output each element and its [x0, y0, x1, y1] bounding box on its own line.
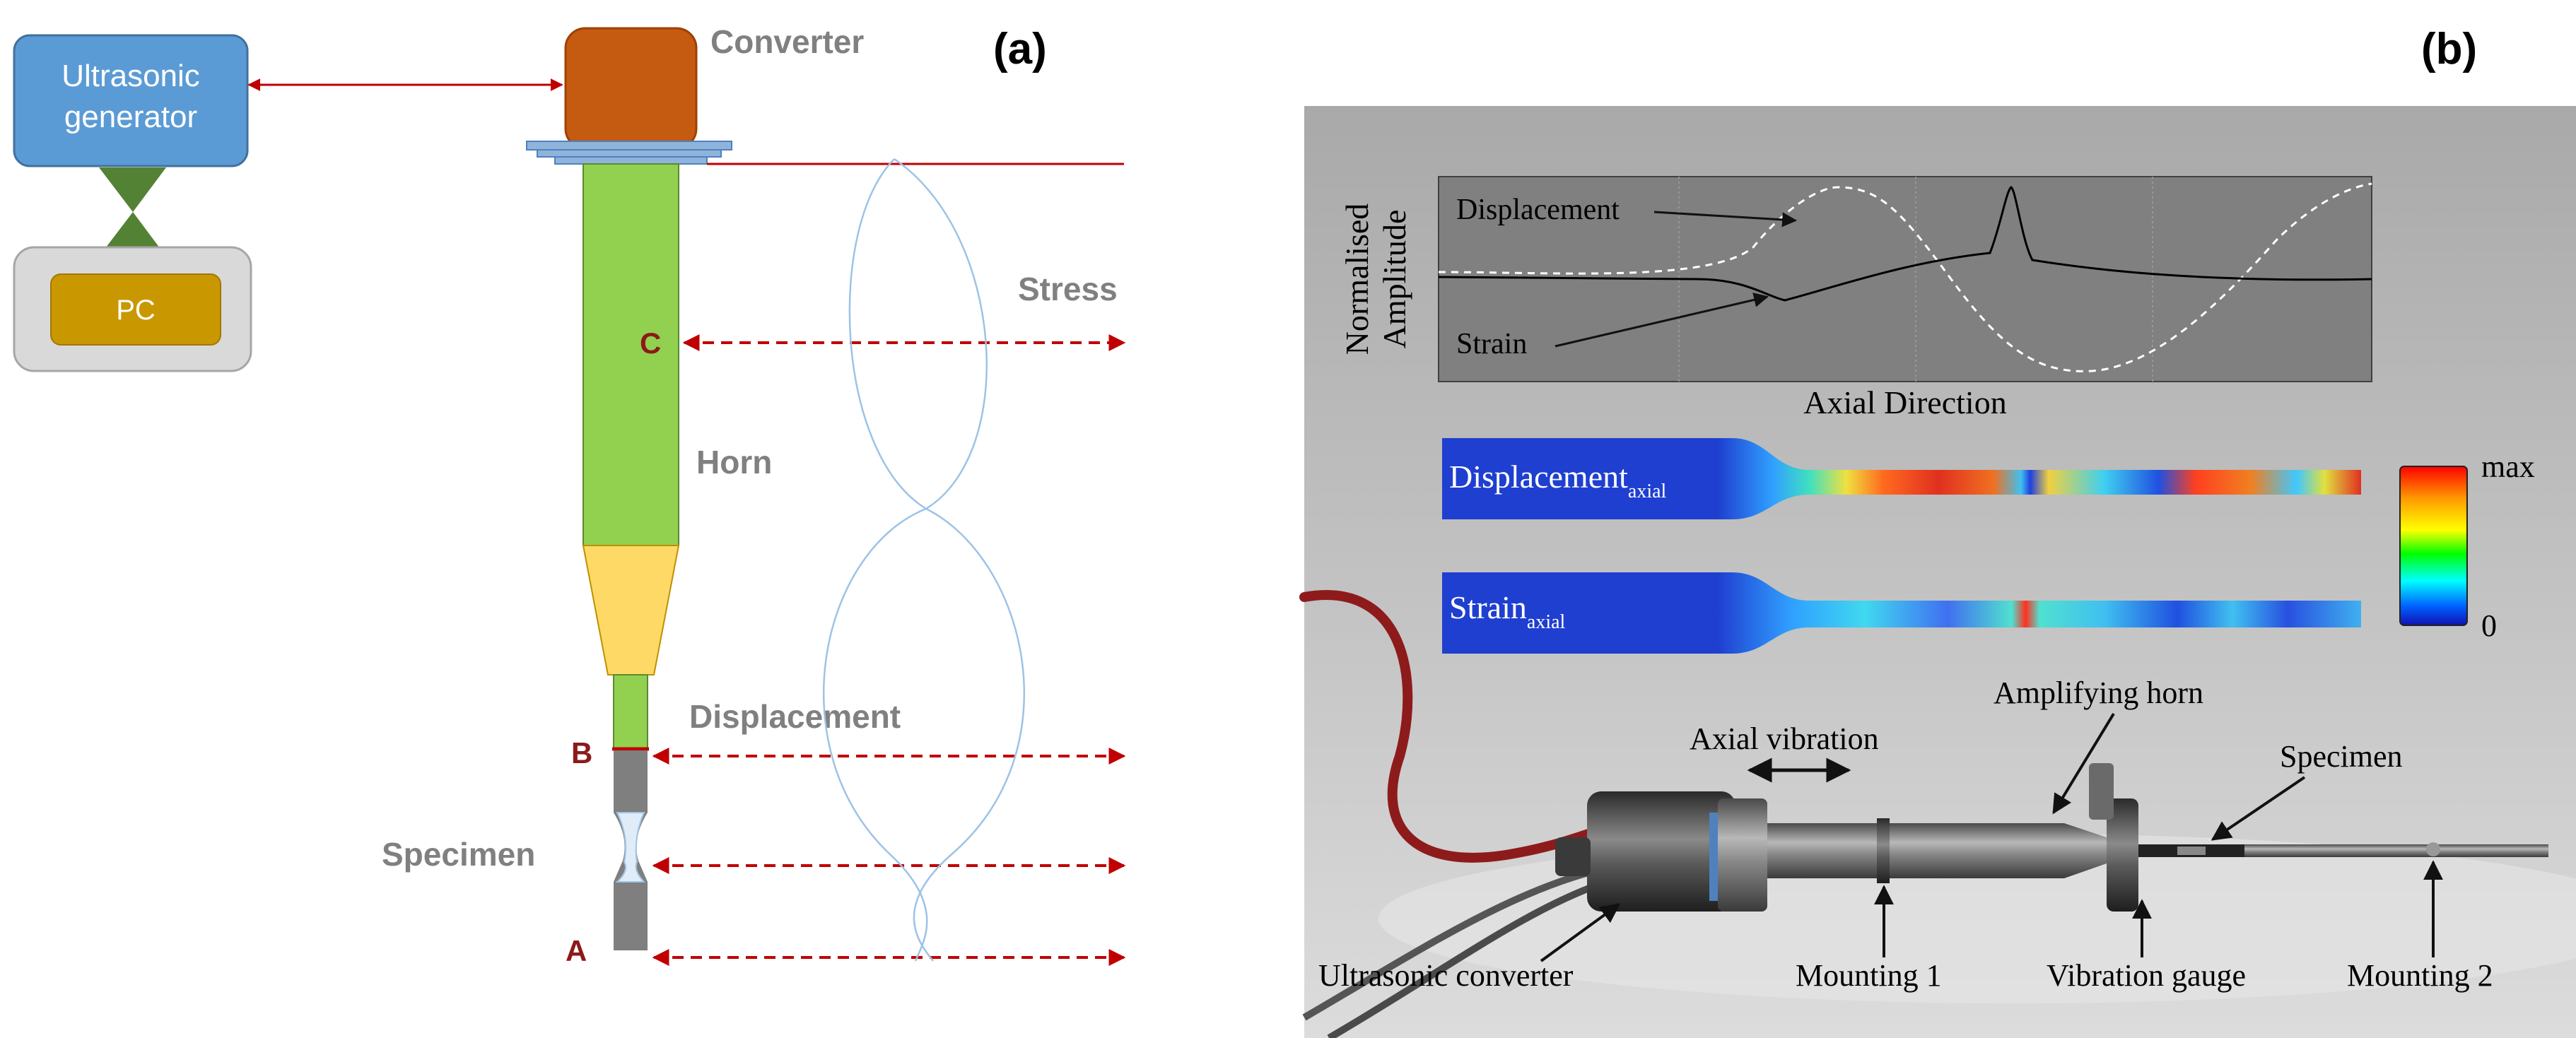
plot-strain-annotation: Strain [1456, 328, 1527, 360]
photo-vibration-gauge [2107, 798, 2138, 912]
callout-mounting-1: Mounting 1 [1796, 958, 1942, 993]
point-b-label: B [571, 736, 592, 769]
photo-converter [1587, 791, 1735, 912]
pc-inner [50, 273, 221, 346]
plot-xlabel: Axial Direction [1803, 384, 2006, 420]
wave-curve-left [822, 158, 928, 962]
colorbar-max-label: max [2481, 449, 2535, 484]
converter [564, 27, 698, 150]
plot-displacement-curve [1438, 182, 2372, 372]
plot-ylabel-line2: Amplitude [1376, 210, 1412, 349]
point-a-label: A [566, 934, 587, 967]
generator-label-line1: Ultrasonic [62, 59, 200, 93]
plot-displacement-annotation: Displacement [1456, 194, 1620, 226]
callout-specimen: Specimen [2280, 739, 2403, 774]
callout-vibration-gauge: Vibration gauge [2047, 958, 2246, 993]
converter-flange-mid [537, 149, 722, 158]
callout-axial-vibration: Axial vibration [1690, 721, 1879, 756]
horn-body [582, 163, 679, 546]
photo-converter-ring [1709, 813, 1718, 901]
photo-cable-relief [1555, 837, 1591, 876]
photo-gauge-block [2089, 763, 2114, 820]
wave-curve-right [894, 158, 1026, 962]
plot-displacement-pointer [1653, 211, 1798, 228]
photo-horn-body [1767, 823, 2064, 878]
photo-converter-collar [1718, 798, 1767, 912]
panel-b-label: (b) [2421, 25, 2477, 73]
horn-label: Horn [696, 444, 772, 480]
horn-taper [582, 545, 680, 676]
point-c-label: C [640, 326, 661, 360]
contour-strain [1442, 572, 2361, 654]
plot-ylabel-line1: Normalised [1339, 204, 1375, 355]
callout-amplifying-horn: Amplifying horn [1994, 676, 2203, 710]
contour-displacement [1442, 438, 2361, 519]
photo-amplifying-horn [2064, 823, 2107, 878]
photo-specimen-neck [2177, 847, 2206, 855]
plot-strain-curve [1438, 186, 2372, 302]
pointer-specimen [2211, 776, 2306, 841]
photo-rod [2244, 844, 2548, 857]
stress-label: Stress [1018, 271, 1118, 307]
panel-a: Ultrasonic generator PC Converter Horn S… [13, 23, 1126, 967]
converter-label: Converter [710, 23, 864, 60]
callout-ultrasonic-converter: Ultrasonic converter [1318, 958, 1574, 993]
generator-label-line2: generator [64, 100, 197, 134]
converter-flange-top [526, 141, 732, 151]
photo-mount-1-ring [1877, 818, 1890, 883]
colorbar [2399, 466, 2468, 626]
callout-mounting-2: Mounting 2 [2347, 958, 2493, 993]
panel-a-label: (a) [993, 25, 1047, 73]
pointer-amplifying-horn [2052, 712, 2115, 815]
displacement-label-a: Displacement [689, 698, 901, 735]
contour-displacement-label: Displacementaxial [1449, 459, 1667, 502]
horn-tip [613, 674, 648, 750]
contour-strain-label: Strainaxial [1449, 589, 1566, 633]
panel-b: (b) Normalised Amplitude Axial Direction… [1299, 25, 2576, 1038]
pointer-ultrasonic-converter [1540, 903, 1621, 962]
colorbar-min-label: 0 [2481, 608, 2497, 643]
converter-flange-bottom [554, 156, 708, 165]
plot-strain-pointer [1555, 293, 1769, 348]
photo-mount-2 [2426, 842, 2440, 856]
specimen-gauge [615, 812, 646, 883]
specimen-label-a: Specimen [382, 836, 535, 873]
generator-pc-connector [99, 167, 166, 256]
pc-label: PC [116, 295, 156, 326]
ultrasonic-generator-box [13, 34, 249, 167]
